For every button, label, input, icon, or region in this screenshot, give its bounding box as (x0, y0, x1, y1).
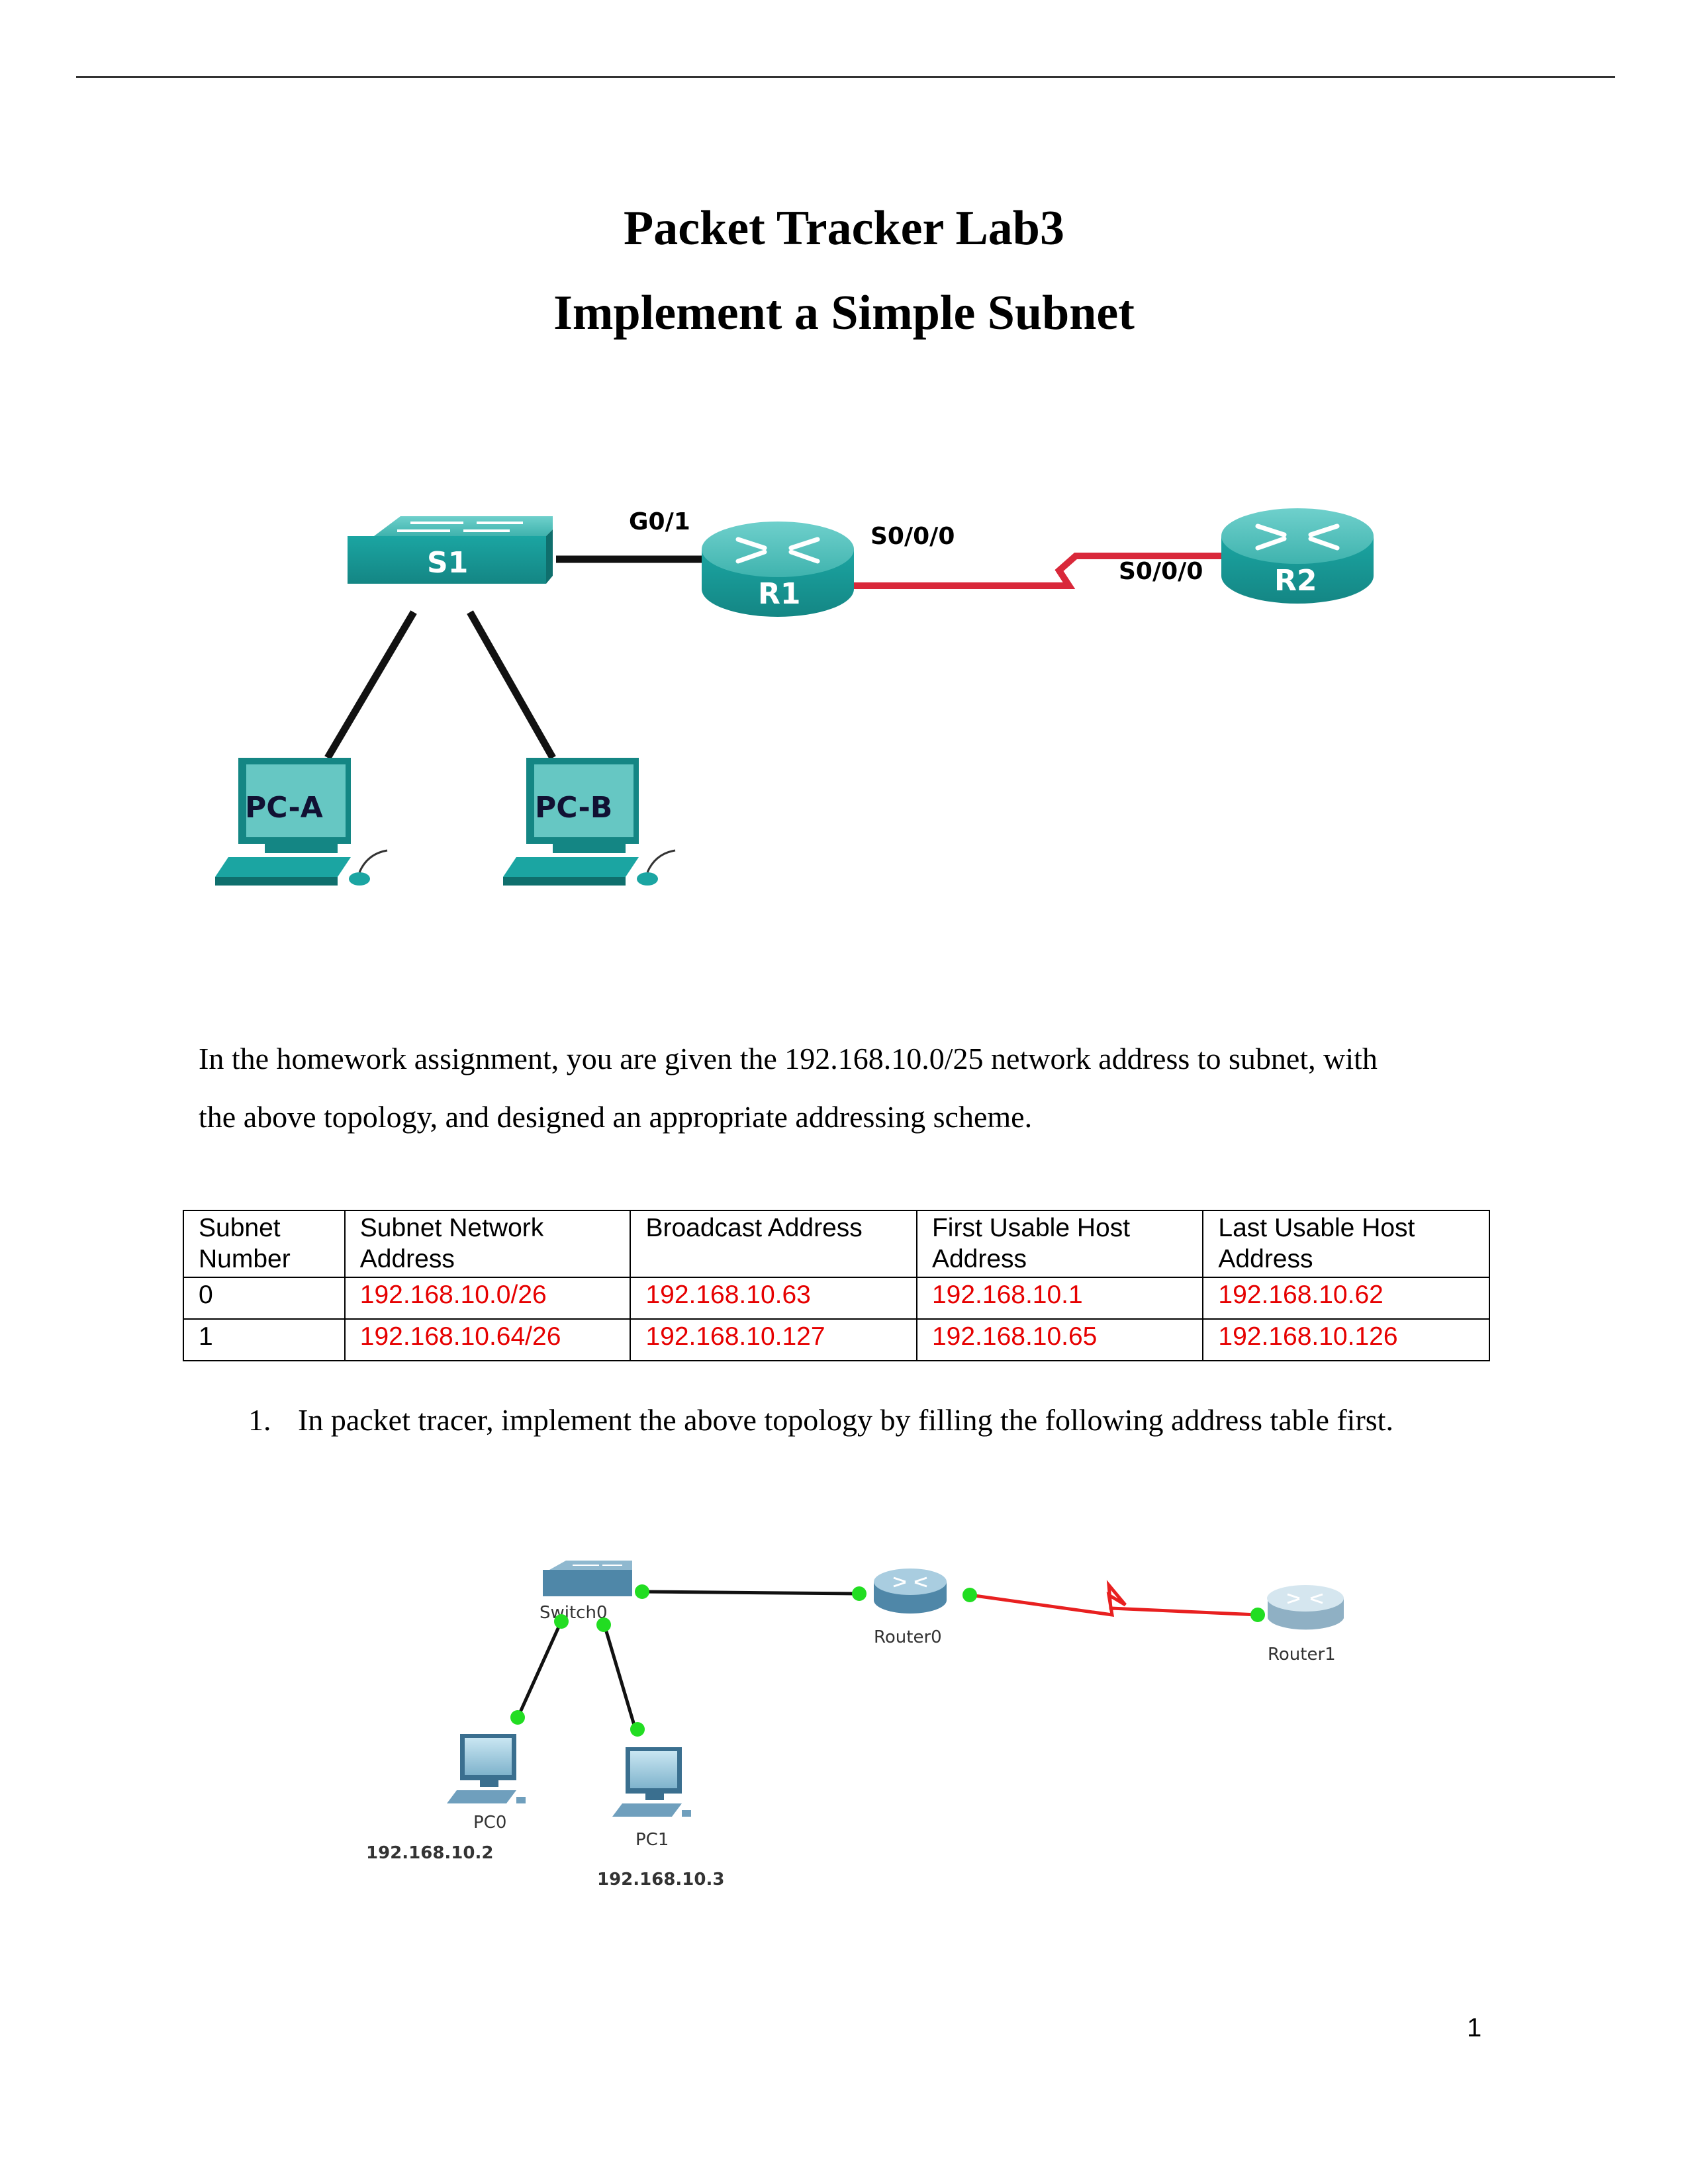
switch-label: S1 (427, 546, 468, 580)
r1-label: R1 (758, 577, 801, 611)
router1-label: Router1 (1268, 1645, 1336, 1664)
switch0-icon (543, 1561, 632, 1596)
table-cell: 0 (183, 1277, 346, 1320)
pc0-ip: 192.168.10.2 (366, 1843, 493, 1863)
table-cell: 192.168.10.0/26 (344, 1277, 632, 1320)
intro-line-1: In the homework assignment, you are give… (199, 1042, 1378, 1075)
switch0-label: Switch0 (539, 1603, 608, 1623)
pcb-label: PC-B (535, 791, 612, 825)
pc1-ip: 192.168.10.3 (597, 1870, 724, 1889)
router-r1-icon (702, 522, 854, 617)
serial-link (844, 553, 1251, 589)
router0-icon (874, 1569, 947, 1614)
pca-label: PC-A (245, 791, 323, 825)
step-text: In packet tracer, implement the above to… (298, 1403, 1393, 1437)
table-cell: 192.168.10.62 (1202, 1277, 1490, 1320)
pc1-icon (612, 1747, 691, 1817)
pca-link (324, 610, 417, 760)
page-number: 1 (1467, 2013, 1482, 2042)
header-cell: Broadcast Address (630, 1210, 917, 1278)
pc-a-icon (215, 758, 388, 886)
router1-icon (1267, 1585, 1344, 1630)
step-number: 1. (248, 1403, 271, 1437)
table-row: 1 192.168.10.64/26 192.168.10.127 192.16… (183, 1318, 1490, 1361)
pcb-link (467, 610, 556, 760)
table-cell: 1 (183, 1318, 346, 1361)
pc0-label: PC0 (473, 1813, 506, 1833)
table-cell: 192.168.10.63 (630, 1277, 917, 1320)
link-status-dots (510, 1584, 1265, 1737)
intro-line-2: the above topology, and designed an appr… (199, 1100, 1033, 1134)
table-cell: 192.168.10.64/26 (344, 1318, 632, 1361)
g01-label: G0/1 (629, 508, 690, 535)
table-cell: 192.168.10.65 (915, 1318, 1204, 1361)
router-r2-icon (1221, 508, 1374, 604)
switch-s1-icon (348, 516, 553, 584)
r1-serial-label: S0/0/0 (870, 523, 955, 550)
page-title: Packet Tracker Lab3 (624, 201, 1064, 255)
table-cell: 192.168.10.126 (1202, 1318, 1490, 1361)
topology-diagram: S1 R1 R2 G0/1 S0/0/0 S0/0/0 PC-A PC-B (215, 508, 1374, 886)
r2-serial-label: S0/0/0 (1119, 558, 1203, 585)
table-cell: 192.168.10.127 (630, 1318, 917, 1361)
serial-link (969, 1580, 1258, 1617)
router0-label: Router0 (874, 1627, 942, 1647)
header-rule (76, 76, 1615, 78)
step-1: 1. In packet tracer, implement the above … (248, 1400, 1393, 1440)
pc-b-icon (503, 758, 676, 886)
table-cell: 192.168.10.1 (915, 1277, 1204, 1320)
pc0-icon (447, 1734, 526, 1803)
page-subtitle: Implement a Simple Subnet (553, 286, 1135, 340)
r2-label: R2 (1274, 564, 1317, 598)
pc1-label: PC1 (635, 1830, 669, 1850)
table-row: 0 192.168.10.0/26 192.168.10.63 192.168.… (183, 1277, 1490, 1320)
packet-tracer-topology: Switch0 Router0 Router1 PC0 192.168.10.2… (366, 1561, 1344, 1889)
